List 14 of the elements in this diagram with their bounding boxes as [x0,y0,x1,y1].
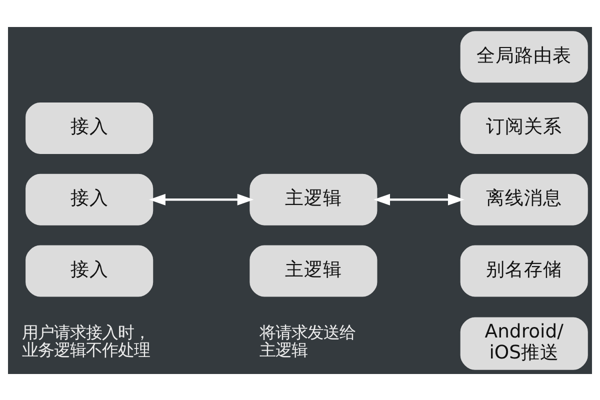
node-box: 主逻辑 [250,244,378,296]
node-box: 别名存储 [460,244,588,296]
node-box: 接入 [26,102,154,154]
node-box: 全局路由表 [460,30,588,82]
node-box: 主逻辑 [250,173,378,225]
label: 用户请求接入时，业务逻辑不作处理 [22,322,150,360]
node-box: 离线消息 [460,173,588,225]
arrow [374,193,464,205]
node-box: 接入 [26,244,154,296]
label: 将请求发送给主逻辑 [260,322,356,360]
node-box: Android/ iOS推送 [460,316,588,370]
node-box: 订阅关系 [460,102,588,154]
node-box: 接入 [26,173,154,225]
arrow [149,193,254,205]
